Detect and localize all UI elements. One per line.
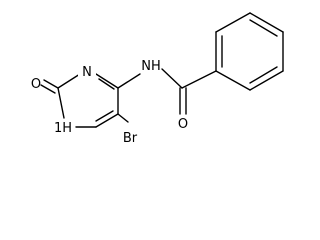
bond-c2-oxygen-double [40, 84, 56, 94]
atom-label-amide-nh: NH [141, 59, 161, 74]
bond-ph-3 [249, 12, 284, 33]
bond-c5-bromine [117, 113, 129, 123]
bond-ph-3-inner [249, 19, 278, 37]
atom-label-carbonyl-oxygen: O [178, 117, 188, 132]
bond-c4-n3-inner [98, 78, 115, 90]
molecular-structure-diagram: N O 1H NH O Br [31, 12, 284, 146]
bond-lines [40, 12, 284, 128]
bond-n3-c4 [95, 73, 119, 89]
bond-c2-n3 [57, 73, 81, 89]
bond-c5-c6-inner [95, 110, 114, 122]
bond-n1-c2 [57, 87, 65, 119]
atom-label-ring-oxygen: O [31, 77, 41, 92]
atom-labels: N O 1H NH O Br [31, 59, 188, 146]
bond-c2-oxygen [43, 79, 59, 89]
bond-c4-nh [117, 73, 141, 89]
bond-ph-5-inner [249, 66, 278, 84]
bond-carbonyl-phenyl [181, 70, 217, 89]
bond-ph-2 [215, 12, 251, 33]
atom-label-ring-nitrogen: N [82, 65, 92, 80]
atom-label-ring-nh: 1H [54, 121, 72, 136]
bond-c5-c6 [95, 113, 119, 128]
bond-ph-5 [249, 70, 284, 91]
bond-nh-carbonyl [161, 68, 183, 89]
atom-label-bromine: Br [123, 131, 138, 146]
bond-ph-6 [215, 70, 251, 91]
